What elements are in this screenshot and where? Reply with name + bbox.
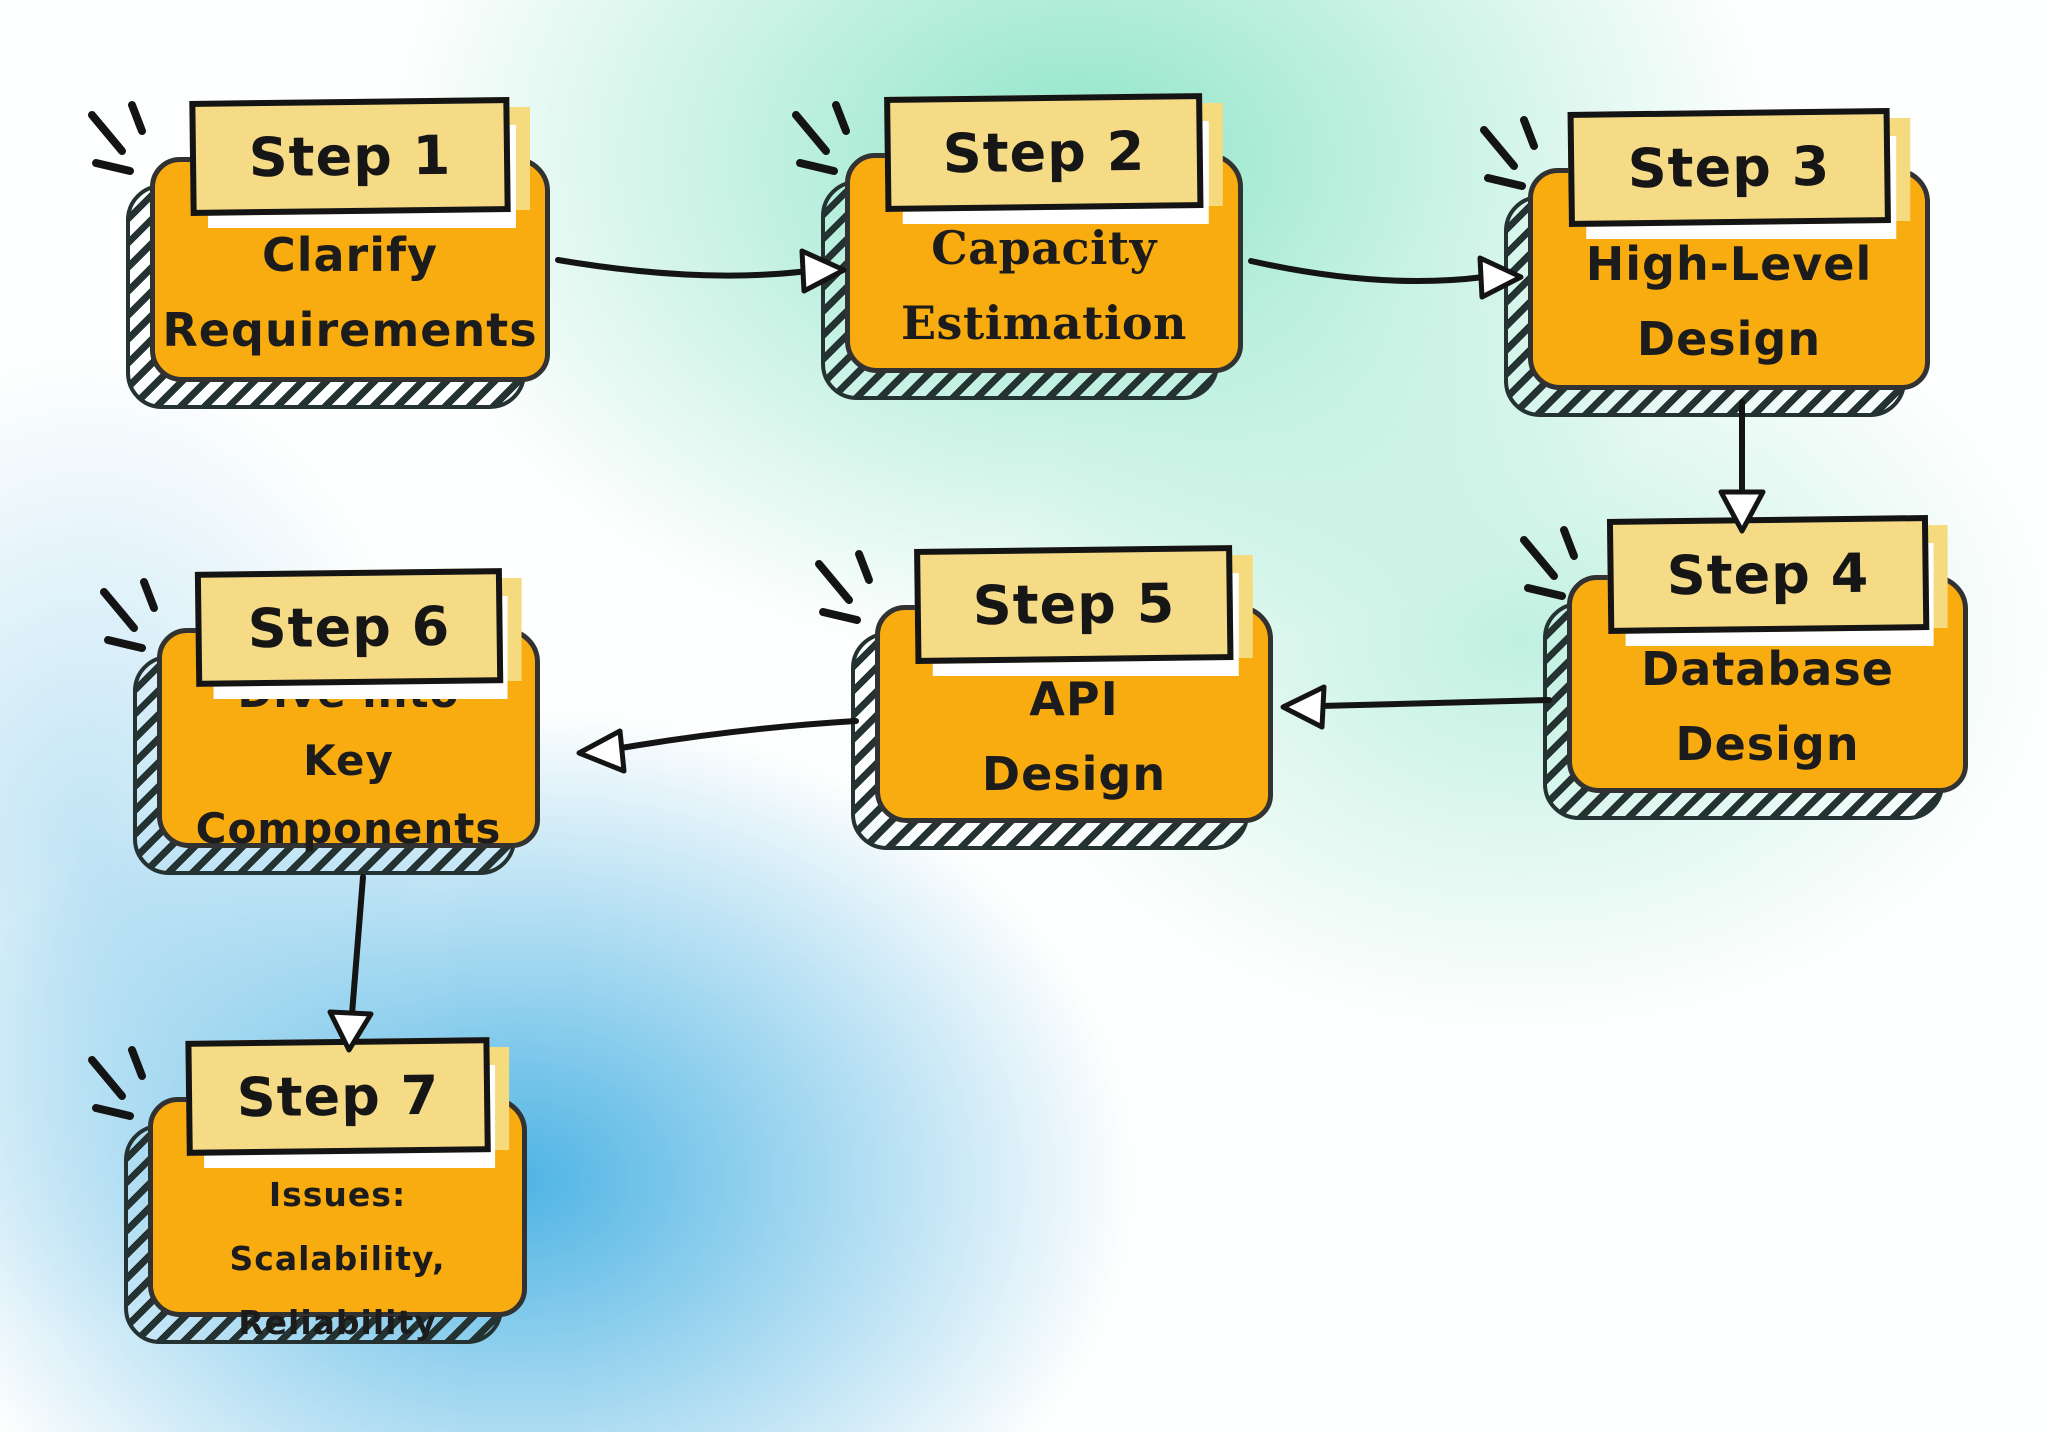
- step-1-body-line: Clarify: [261, 227, 439, 282]
- step-4-card: Database Design Step 4: [1543, 515, 1968, 820]
- step-3-body: High-Level Design: [1533, 181, 1925, 376]
- sparkle-icon: [88, 101, 146, 175]
- arrow-step1-to-step2: [555, 248, 847, 294]
- sparkle-icon: [100, 578, 158, 652]
- step-5-body-line: API: [1029, 672, 1119, 727]
- step-1-body-line: Requirements: [162, 302, 538, 357]
- step-6-card: Dive into Key Components Step 6: [133, 568, 540, 875]
- step-6-body-line: Key Components: [195, 735, 502, 854]
- arrow-step3-to-step4: [1718, 399, 1766, 534]
- step-2-body-line: Estimation: [900, 296, 1187, 350]
- step-5-label: Step 5: [914, 545, 1234, 664]
- step-2-body-line: Capacity: [931, 221, 1157, 276]
- step-3-body-line: High-Level: [1585, 237, 1873, 292]
- arrow-step4-to-step5: [1280, 684, 1552, 730]
- sparkle-icon: [815, 550, 873, 624]
- step-3-body-line: Design: [1636, 312, 1822, 366]
- step-4-body: Database Design: [1572, 586, 1963, 781]
- step-7-body-line: Scalability, Reliability: [229, 1239, 446, 1343]
- sparkle-icon: [1480, 116, 1538, 190]
- step-1-body: Clarify Requirements: [155, 172, 545, 367]
- step-4-body-line: Database: [1641, 642, 1894, 697]
- step-5-card: API Design Step 5: [851, 545, 1273, 850]
- sparkle-icon: [792, 101, 850, 175]
- arrow-step2-to-step3: [1248, 255, 1524, 300]
- step-4-body-line: Design: [1675, 717, 1860, 771]
- step-4-label: Step 4: [1606, 515, 1929, 634]
- step-1-label: Step 1: [189, 97, 511, 216]
- step-6-label: Step 6: [194, 568, 503, 687]
- arrow-step5-to-step6: [576, 718, 859, 774]
- sparkle-icon: [88, 1046, 146, 1120]
- step-2-label: Step 2: [884, 93, 1204, 212]
- step-3-label: Step 3: [1567, 108, 1891, 227]
- step-1-card: Clarify Requirements Step 1: [126, 97, 550, 409]
- step-2-card: Capacity Estimation Step 2: [821, 93, 1243, 400]
- step-5-body-line: Design: [981, 747, 1167, 801]
- step-7-card: Address Key Issues: Scalability, Reliabi…: [124, 1037, 527, 1344]
- arrow-step6-to-step7: [327, 874, 374, 1053]
- step-7-label: Step 7: [184, 1037, 491, 1156]
- step-2-body: Capacity Estimation: [850, 165, 1238, 360]
- step-3-card: High-Level Design Step 3: [1504, 108, 1930, 417]
- step-5-body: API Design: [880, 616, 1268, 811]
